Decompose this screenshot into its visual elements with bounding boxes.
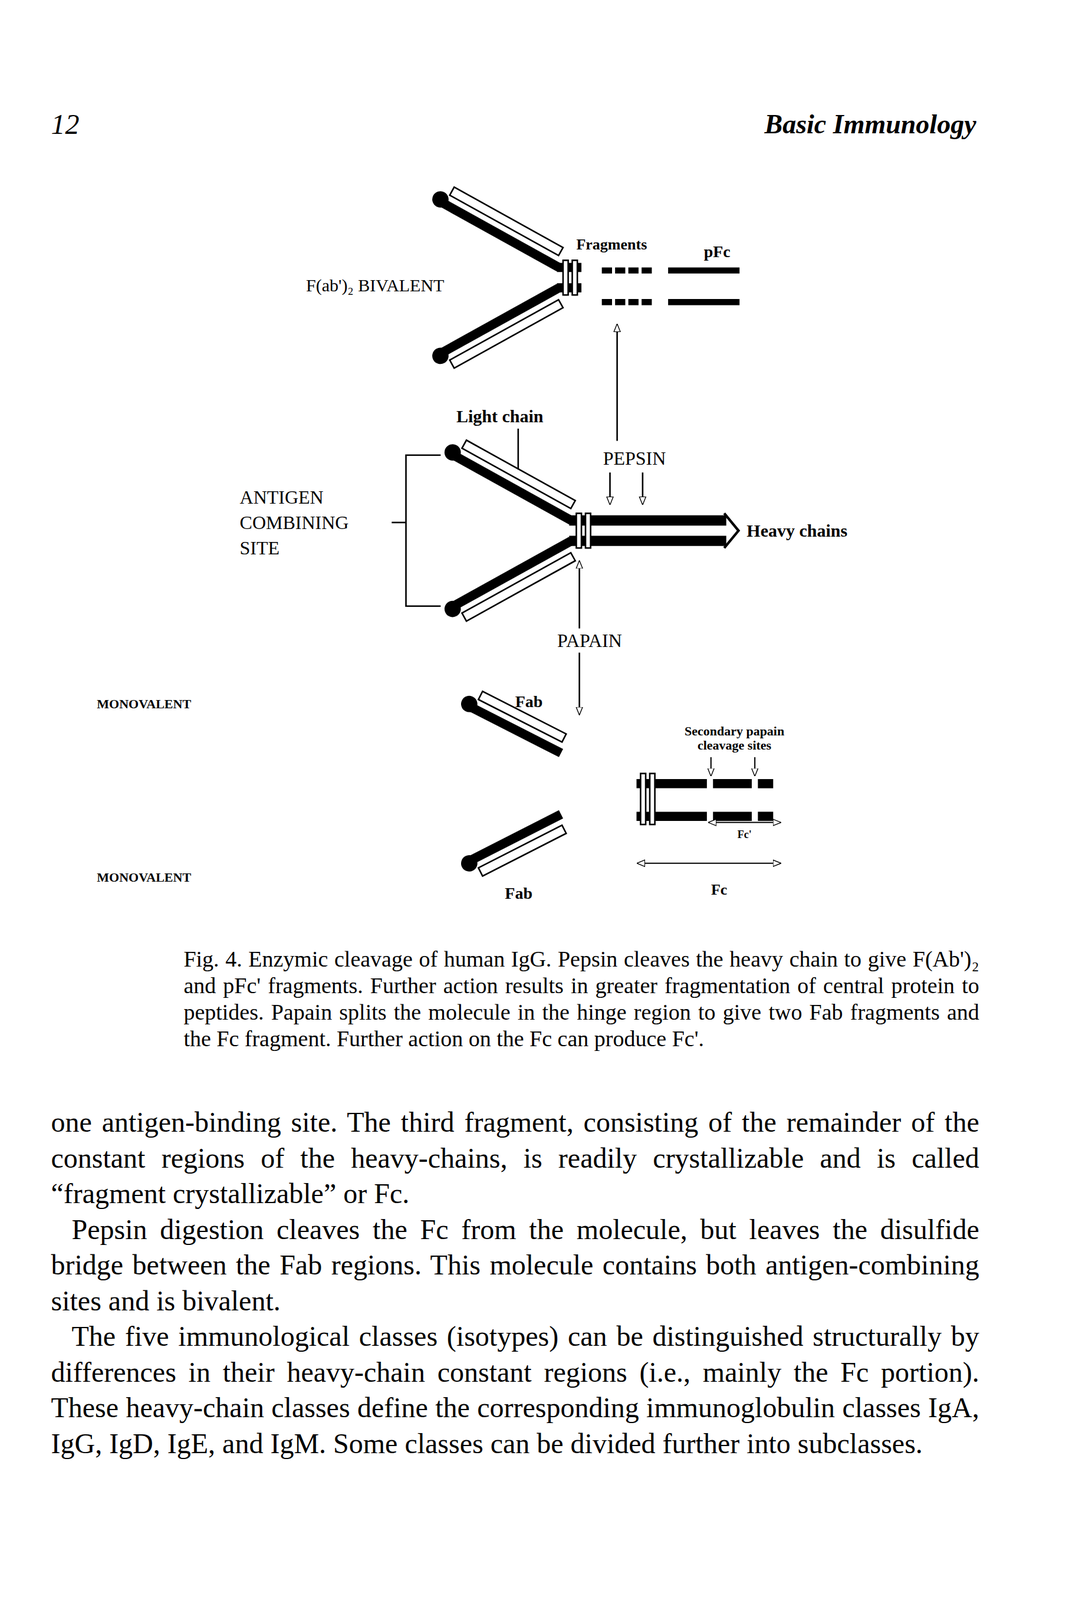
cleavage-arrow xyxy=(710,757,712,776)
pfc-fragments xyxy=(602,270,740,303)
pepsin-arrow xyxy=(616,324,618,441)
fragment-label: pFc xyxy=(704,242,731,262)
paragraph: Pepsin digestion cleaves the Fc from the… xyxy=(50,1211,979,1320)
part-label: Light chain xyxy=(456,406,544,427)
fragment-label: Fragments xyxy=(576,235,647,254)
note-label: Secondary papain cleavage sites xyxy=(666,724,803,753)
part-label: ANTIGEN COMBINING SITE xyxy=(239,484,388,561)
cleavage-arrow xyxy=(754,757,756,776)
page-number: 12 xyxy=(50,107,80,141)
enzyme-label: PAPAIN xyxy=(554,628,625,653)
body-text: one antigen-binding site. The third frag… xyxy=(50,1104,979,1462)
bracket xyxy=(406,455,442,607)
span-arrow xyxy=(708,821,781,824)
part-label: Heavy chains xyxy=(746,520,848,541)
enzyme-label: PEPSIN xyxy=(603,446,667,469)
fragment-label: F(ab')₂ BIVALENT xyxy=(306,275,444,296)
fragment-label: Fab xyxy=(515,692,544,712)
fragment-label: Fc xyxy=(711,880,728,899)
paragraph: one antigen-binding site. The third frag… xyxy=(50,1104,979,1212)
cleavage-arrow xyxy=(609,472,611,505)
fab-fragments xyxy=(458,684,570,883)
fragment-label: Fab xyxy=(504,883,533,903)
paragraph: The five immunological classes (isotypes… xyxy=(50,1318,979,1462)
fragment-label: Fc' xyxy=(737,828,752,841)
fc-fragment xyxy=(636,773,774,825)
valency-label: MONOVALENT xyxy=(96,696,192,712)
span-arrow xyxy=(637,862,781,864)
igg-molecule xyxy=(441,433,739,628)
fab2-fragment xyxy=(429,180,582,376)
bracket-tick xyxy=(391,521,406,524)
cleavage-arrow xyxy=(642,472,644,505)
running-head: Basic Immunology xyxy=(764,109,976,141)
leader-line xyxy=(517,428,520,470)
valency-label: MONOVALENT xyxy=(96,869,192,885)
figure-caption: Fig. 4. Enzymic cleavage of human IgG. P… xyxy=(183,945,979,1052)
